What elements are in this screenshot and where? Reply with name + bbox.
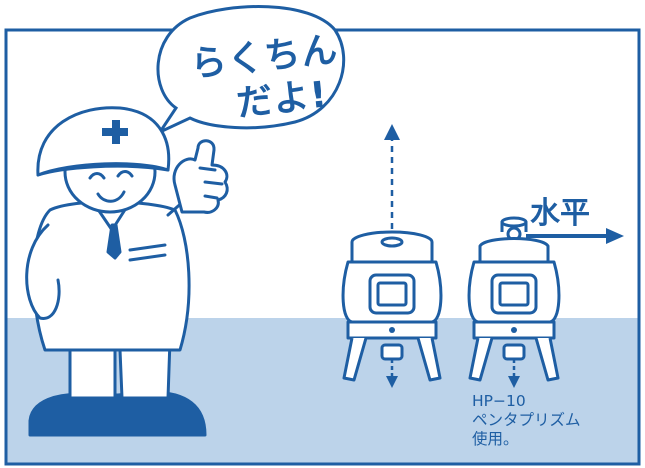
caption-model: HP−10 bbox=[472, 392, 526, 410]
caption-use: 使用。 bbox=[472, 430, 519, 448]
product-caption: HP−10 ペンタプリズム 使用。 bbox=[472, 392, 581, 449]
speech-bubble bbox=[155, 5, 346, 136]
thumbs-up-hand bbox=[172, 139, 229, 214]
left-eye bbox=[88, 172, 106, 180]
right-eye bbox=[116, 170, 134, 178]
cross-icon bbox=[102, 120, 128, 144]
left-arm bbox=[25, 223, 61, 320]
tie bbox=[106, 223, 122, 260]
worker-character bbox=[25, 106, 229, 437]
caption-prism: ペンタプリズム bbox=[472, 411, 581, 429]
left-boot bbox=[28, 392, 120, 437]
helmet bbox=[36, 106, 171, 177]
pocket-line-2 bbox=[128, 253, 167, 262]
level-device-vertical bbox=[341, 230, 443, 388]
pocket-line bbox=[128, 243, 167, 252]
horizontal-arrow bbox=[526, 228, 624, 244]
level-device-horizontal bbox=[467, 216, 561, 388]
speech-bubble-line-2: だよ! bbox=[234, 74, 330, 125]
vertical-arrow bbox=[384, 124, 400, 240]
horizontal-label: 水平 bbox=[530, 196, 590, 231]
mouth bbox=[96, 190, 126, 203]
